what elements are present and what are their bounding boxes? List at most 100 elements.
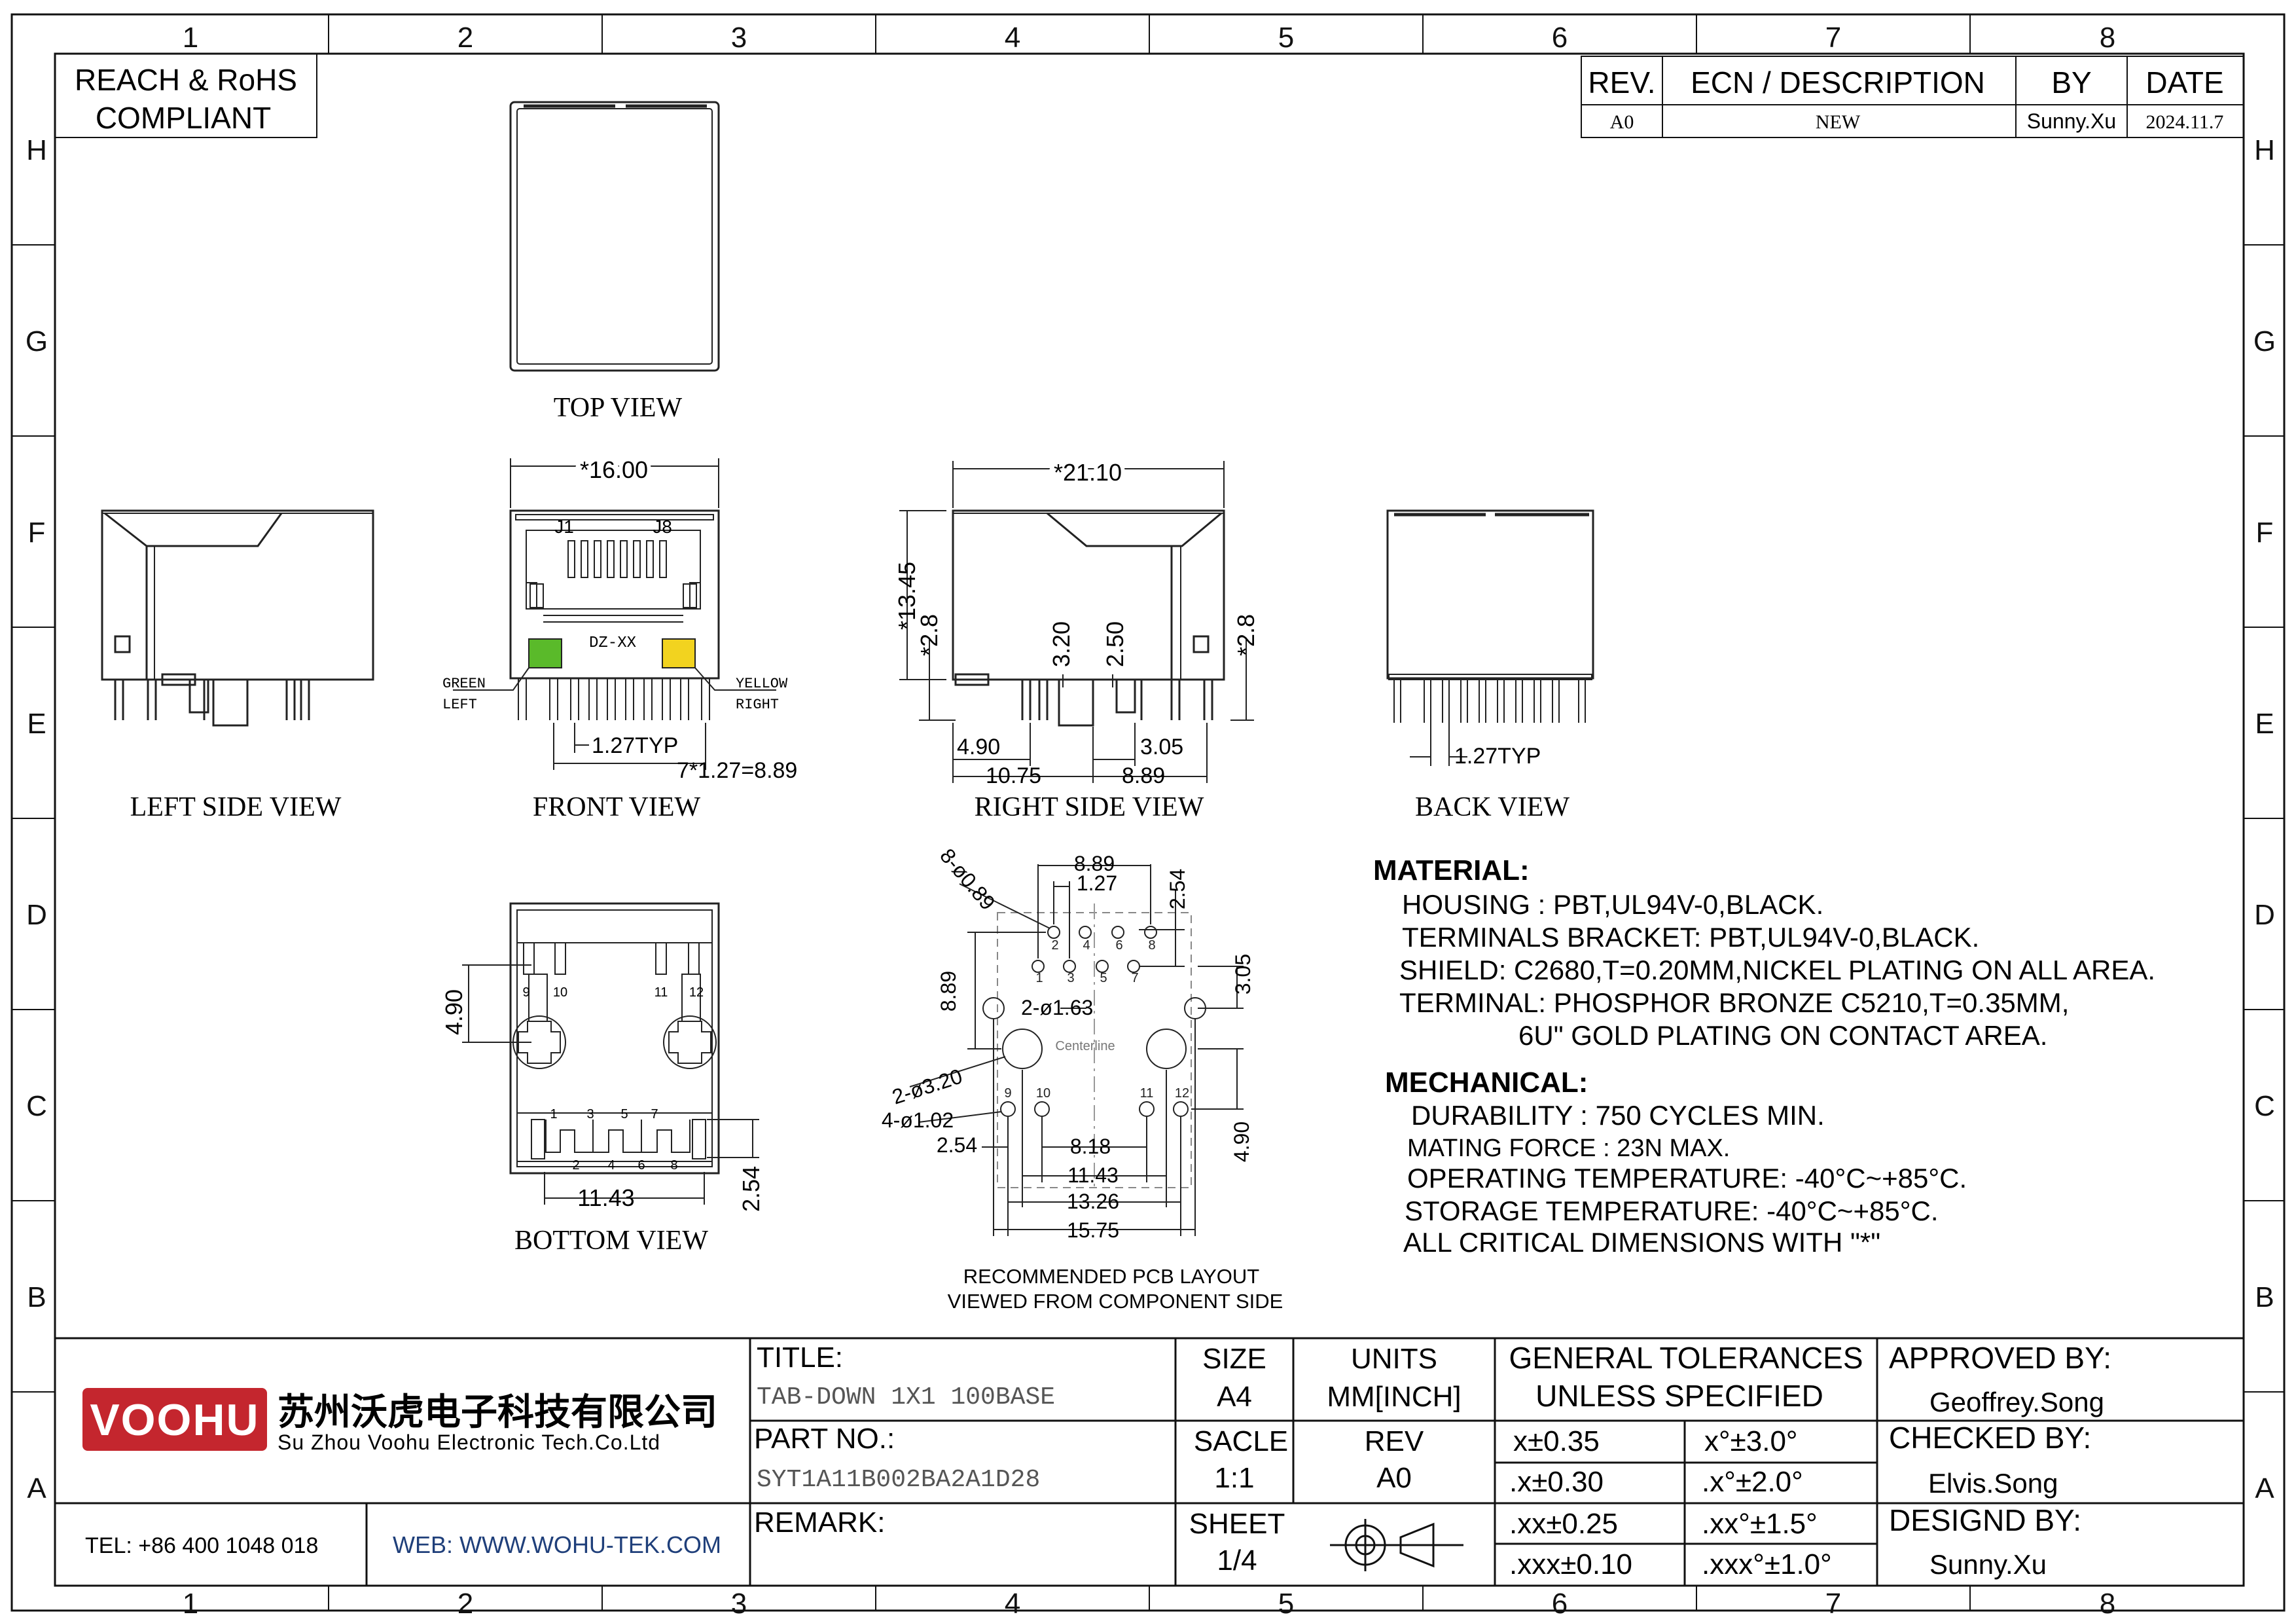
mechanical-line: STORAGE TEMPERATURE: -40°C~+85°C. (1405, 1195, 1939, 1226)
right-10-75-dim: 10.75 (986, 763, 1041, 788)
col-label-top: 7 (1825, 22, 1841, 54)
pcb-4-90-dim: 4.90 (1230, 1122, 1253, 1162)
bottom-pin-number: 2 (572, 1158, 579, 1173)
mechanical-line: MATING FORCE : 23N MAX. (1407, 1135, 1730, 1162)
tolerance-angular: .xx°±1.5° (1702, 1508, 1818, 1540)
mechanical-title: MECHANICAL: (1385, 1067, 1588, 1099)
back-pitch-dim: 1.27TYP (1454, 744, 1541, 769)
right-4-90-dim: 4.90 (957, 735, 1000, 759)
top-view (509, 101, 720, 372)
material-line: SHIELD: C2680,T=0.20MM,NICKEL PLATING ON… (1399, 955, 2155, 985)
pcb-8-89-dim: 8.89 (1074, 852, 1115, 875)
pcb-11-43-dim: 11.43 (1067, 1163, 1119, 1187)
pcb-pin-number: 8 (1148, 938, 1155, 953)
rev-header: REV. (1588, 65, 1655, 100)
pcb-pin-number: 10 (1036, 1086, 1050, 1101)
pcb-15-75-dim: 15.75 (1067, 1218, 1119, 1242)
pcb-layout: 8-ø0.89 8.89 1.27 2.54 8.89 3.05 2-ø1.63… (882, 844, 1283, 1313)
pcb-2-54-top-dim: 2.54 (1166, 869, 1189, 909)
pcb-pin-number: 11 (1140, 1086, 1154, 1101)
bottom-pin-number: 3 (586, 1107, 594, 1122)
company-logo-text: VOOHU (90, 1395, 259, 1445)
pcb-pin-number: 9 (1004, 1086, 1011, 1101)
bottom-dimensions (462, 964, 759, 1205)
units-value: MM[INCH] (1327, 1381, 1461, 1413)
date-header: DATE (2145, 65, 2223, 100)
tolerance-linear: x±0.35 (1513, 1425, 1600, 1457)
ecn-header: ECN / DESCRIPTION (1691, 65, 1985, 100)
row-label-right: D (2254, 899, 2275, 931)
web-text: WEB: WWW.WOHU-TEK.COM (393, 1531, 721, 1558)
bottom-pin-number: 10 (553, 985, 567, 1000)
tolerance-linear: .xx±0.25 (1509, 1508, 1618, 1540)
back-view: 1.27TYP (1386, 509, 1594, 769)
col-label-bottom: 8 (2100, 1588, 2115, 1620)
col-label-top: 5 (1278, 22, 1294, 54)
pcb-2-54-dim: 2.54 (937, 1133, 977, 1157)
size-value: A4 (1217, 1381, 1252, 1413)
scale-value: 1:1 (1214, 1462, 1254, 1494)
company-name-en: Su Zhou Voohu Electronic Tech.Co.Ltd (278, 1431, 660, 1454)
pcb-1-27-dim: 1.27 (1077, 871, 1117, 895)
pcb-pin-number: 7 (1131, 971, 1138, 985)
ecn-value: NEW (1816, 111, 1861, 133)
bottom-pin-number: 5 (620, 1107, 628, 1122)
pcb-8-18-dim: 8.18 (1070, 1135, 1111, 1158)
col-label-bottom: 2 (457, 1588, 473, 1620)
right-3-05-dim: 3.05 (1140, 735, 1183, 759)
row-label-right: H (2254, 134, 2275, 166)
bottom-4-90-dim: 4.90 (440, 989, 467, 1035)
pcb-hole-callout: 8-ø0.89 (935, 844, 999, 915)
checked-value: Elvis.Song (1928, 1468, 2058, 1499)
back-view-label: BACK VIEW (1415, 792, 1570, 822)
front-view-label: FRONT VIEW (533, 792, 701, 822)
pcb-pin-number: 1 (1035, 971, 1043, 985)
by-header: BY (2051, 65, 2091, 100)
row-label-left: B (27, 1281, 46, 1313)
pin-j8-label: J8 (653, 517, 672, 537)
rev-label: REV (1365, 1425, 1424, 1457)
company-name-cn: 苏州沃虎电子科技有限公司 (278, 1391, 717, 1432)
col-label-bottom: 1 (183, 1588, 198, 1620)
row-label-left: H (26, 134, 47, 166)
pcb-pin-number: 12 (1175, 1086, 1189, 1101)
right-length-dim: *21.10 (1054, 459, 1122, 486)
led-left-label-2: LEFT (442, 697, 477, 713)
bottom-pin-number: 7 (651, 1107, 658, 1122)
approved-value: Geoffrey.Song (1929, 1387, 2104, 1417)
pcb-pin-number: 4 (1083, 938, 1090, 953)
title-label: TITLE: (757, 1341, 843, 1374)
front-view: *16.00 *16.00 J1 J8 DZ-XX GREEN LEFT YEL… (442, 452, 797, 783)
col-label-bottom: 5 (1278, 1588, 1294, 1620)
left-side-view (101, 509, 374, 727)
right-2-8-right-dim: *2.8 (1232, 614, 1259, 656)
pcb-centerline-label: Centerline (1055, 1039, 1115, 1053)
tolerance-linear: .x±0.30 (1509, 1466, 1604, 1498)
front-width-dim: *16.00 (580, 456, 648, 483)
front-pitch-dim: 1.27TYP (592, 733, 678, 758)
bottom-11-43-dim: 11.43 (577, 1184, 634, 1211)
pcb-caption-line2: VIEWED FROM COMPONENT SIDE (948, 1290, 1283, 1313)
back-pins (1393, 680, 1586, 766)
size-label: SIZE (1202, 1343, 1266, 1375)
mechanical-line: OPERATING TEMPERATURE: -40°C~+85°C. (1407, 1163, 1967, 1194)
bottom-pin-number: 4 (607, 1158, 615, 1173)
material-line: TERMINAL: PHOSPHOR BRONZE C5210,T=0.35MM… (1399, 987, 2069, 1018)
material-line: HOUSING : PBT,UL94V-0,BLACK. (1402, 889, 1823, 920)
front-contacts (567, 540, 667, 578)
compliance-line1: REACH & RoHS (75, 63, 297, 97)
row-label-left: G (26, 325, 48, 357)
col-label-top: 2 (457, 22, 473, 54)
sheet-label: SHEET (1189, 1508, 1285, 1540)
right-side-view-label: RIGHT SIDE VIEW (975, 792, 1204, 822)
right-length-dim: *21.10 (1054, 459, 1122, 486)
design-label: DESIGND BY: (1889, 1503, 2081, 1537)
right-side-view: *21.10 *21.10 *13.45 *2.8 *2.8 3.20 2.50… (893, 455, 1259, 788)
material-title: MATERIAL: (1373, 854, 1530, 886)
revision-table: REV. ECN / DESCRIPTION BY DATE A0 NEW Su… (1581, 56, 2244, 138)
mechanical-line: DURABILITY : 750 CYCLES MIN. (1411, 1100, 1825, 1131)
row-label-left: F (28, 517, 46, 549)
remark-label: REMARK: (754, 1506, 885, 1539)
row-label-left: D (26, 899, 47, 931)
yellow-led (662, 638, 696, 668)
